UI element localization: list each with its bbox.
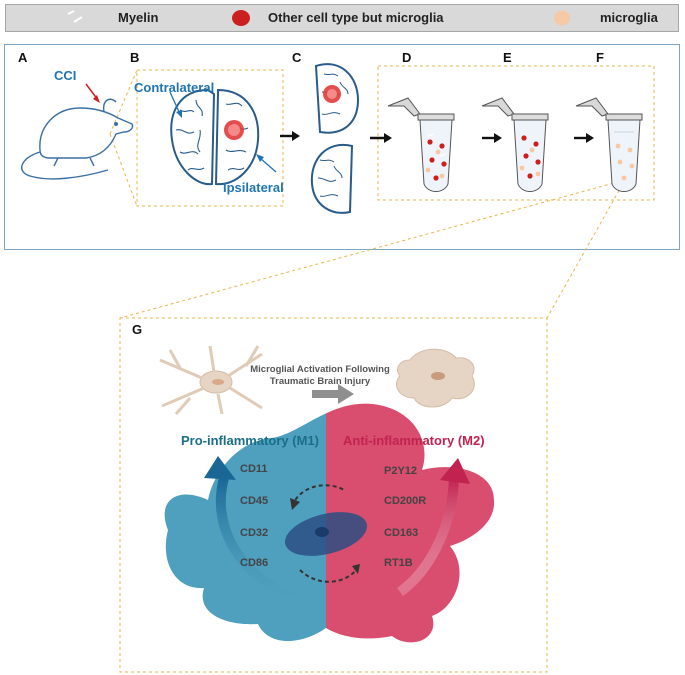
panel-label-g-text: G xyxy=(132,322,143,337)
pro-inflammatory-label: Pro-inflammatory (M1) xyxy=(181,433,319,448)
panel-label-e: E xyxy=(503,50,512,65)
panel-label-c: C xyxy=(292,50,302,65)
other-cell-icon xyxy=(232,10,250,26)
legend-myelin-label: Myelin xyxy=(118,10,159,25)
legend-bar: Myelin Other cell type but microglia mic… xyxy=(5,4,679,32)
cell-left-half xyxy=(164,413,326,641)
top-panel-frame xyxy=(4,44,680,250)
myelin-icon xyxy=(67,10,83,23)
brain-icon-whole xyxy=(170,88,260,186)
anti-inflammatory-label: Anti-inflammatory (M2) xyxy=(343,433,485,448)
microglia-icon xyxy=(554,10,570,26)
panel-label-d: D xyxy=(402,50,412,65)
panel-g-title-line2: Traumatic Brain Injury xyxy=(269,376,371,387)
amoeboid-microglia-icon xyxy=(396,348,475,408)
m1-marker-cd11: CD11 xyxy=(240,463,268,475)
hemisphere-top-icon xyxy=(314,63,360,134)
m1-marker-cd45: CD45 xyxy=(240,495,269,507)
ipsilateral-label: Ipsilateral xyxy=(223,180,284,195)
tube-f-icon xyxy=(575,97,643,192)
m2-marker-cd163: CD163 xyxy=(384,527,419,539)
m2-marker-rt1b: RT1B xyxy=(384,557,413,569)
m1-marker-cd32: CD32 xyxy=(240,527,269,539)
panel-label-a: A xyxy=(18,50,28,65)
panel-g-title-line1: Microglial Activation Following xyxy=(250,364,390,375)
m1-marker-cd86: CD86 xyxy=(240,557,269,569)
panel-label-f: F xyxy=(596,50,604,65)
panel-g-title: Microglial Activation Following Traumati… xyxy=(240,364,400,388)
legend-microglia-label: microglia xyxy=(600,10,658,25)
ramified-microglia-icon xyxy=(159,345,263,415)
cell-right-half xyxy=(326,403,495,643)
m2-marker-cd200r: CD200R xyxy=(384,495,427,507)
panel-label-b: B xyxy=(130,50,140,65)
contralateral-label: Contralateral xyxy=(134,80,215,95)
m2-marker-p2y12: P2Y12 xyxy=(384,465,418,477)
tube-d-icon xyxy=(387,97,455,192)
m1-arrow xyxy=(215,476,302,605)
mouse-icon xyxy=(21,98,134,180)
tube-e-icon xyxy=(481,97,549,192)
m2-arrow xyxy=(396,477,459,597)
legend-other-cells-label: Other cell type but microglia xyxy=(268,10,444,25)
hemisphere-bottom-icon xyxy=(310,143,354,214)
cci-label: CCI xyxy=(54,68,77,83)
